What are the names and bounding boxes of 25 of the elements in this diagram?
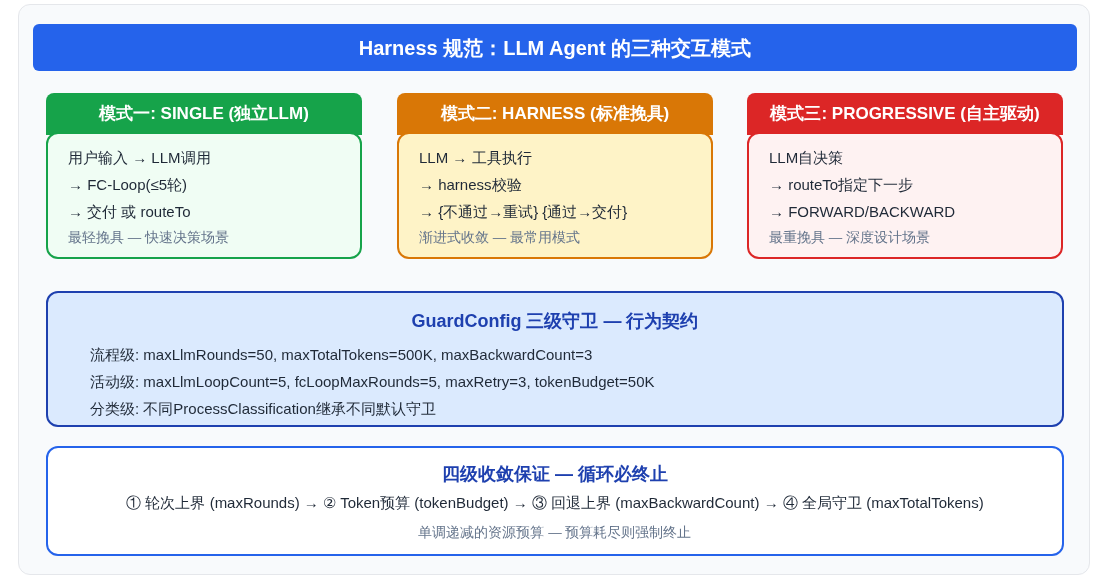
guard-level-text: 流程级: maxLlmRounds=50, maxTotalTokens=500K, maxBackwardCount=3: [90, 345, 594, 365]
convergence-chain-text: ① 轮次上界 (maxRounds) → ② Token预算 (tokenBudget) → ③ 回退上界 (maxBackwardCount) → ④ 全局守卫 (maxTotalTokens): [126, 493, 984, 513]
flow-step-text: → harness校验: [419, 175, 523, 195]
mode-note: 最轻挽具 — 快速决策场景: [68, 229, 230, 247]
panel-note: 单调递减的资源预算 — 预算耗尽则强制终止: [418, 524, 692, 542]
flow-step-text: → FORWARD/BACKWARD: [769, 202, 957, 222]
panel-heading: GuardConfig 三级守卫 — 行为契约: [410, 310, 700, 333]
convergence-panel: [46, 446, 1064, 556]
flow-step-text: → FC-Loop(≤5轮): [68, 175, 189, 195]
mode-header-tab: 模式一: SINGLE (独立LLM): [46, 93, 362, 135]
flow-step-text: 用户输入 → LLM调用: [68, 148, 212, 168]
flow-step-text: LLM自决策: [769, 148, 845, 168]
flow-step-text: → 交付 或 routeTo: [68, 202, 192, 222]
flow-step-text: → routeTo指定下一步: [769, 175, 915, 195]
mode-header-tab: 模式二: HARNESS (标准挽具): [397, 93, 713, 135]
flow-step-text: → {不通过→重试} {通过→交付}: [419, 202, 629, 222]
guard-level-text: 活动级: maxLlmLoopCount=5, fcLoopMaxRounds=5, maxRetry=3, tokenBudget=50K: [90, 372, 656, 392]
flow-step-text: LLM → 工具执行: [419, 148, 533, 168]
guard-config-panel: [46, 291, 1064, 427]
title-bar: Harness 规范：LLM Agent 的三种交互模式: [33, 24, 1077, 71]
mode-note: 渐进式收敛 — 最常用模式: [419, 229, 581, 247]
guard-level-text: 分类级: 不同ProcessClassification继承不同默认守卫: [90, 399, 437, 419]
panel-heading: 四级收敛保证 — 循环必终止: [442, 463, 668, 486]
mode-header-tab: 模式三: PROGRESSIVE (自主驱动): [747, 93, 1063, 135]
mode-note: 最重挽具 — 深度设计场景: [769, 229, 931, 247]
